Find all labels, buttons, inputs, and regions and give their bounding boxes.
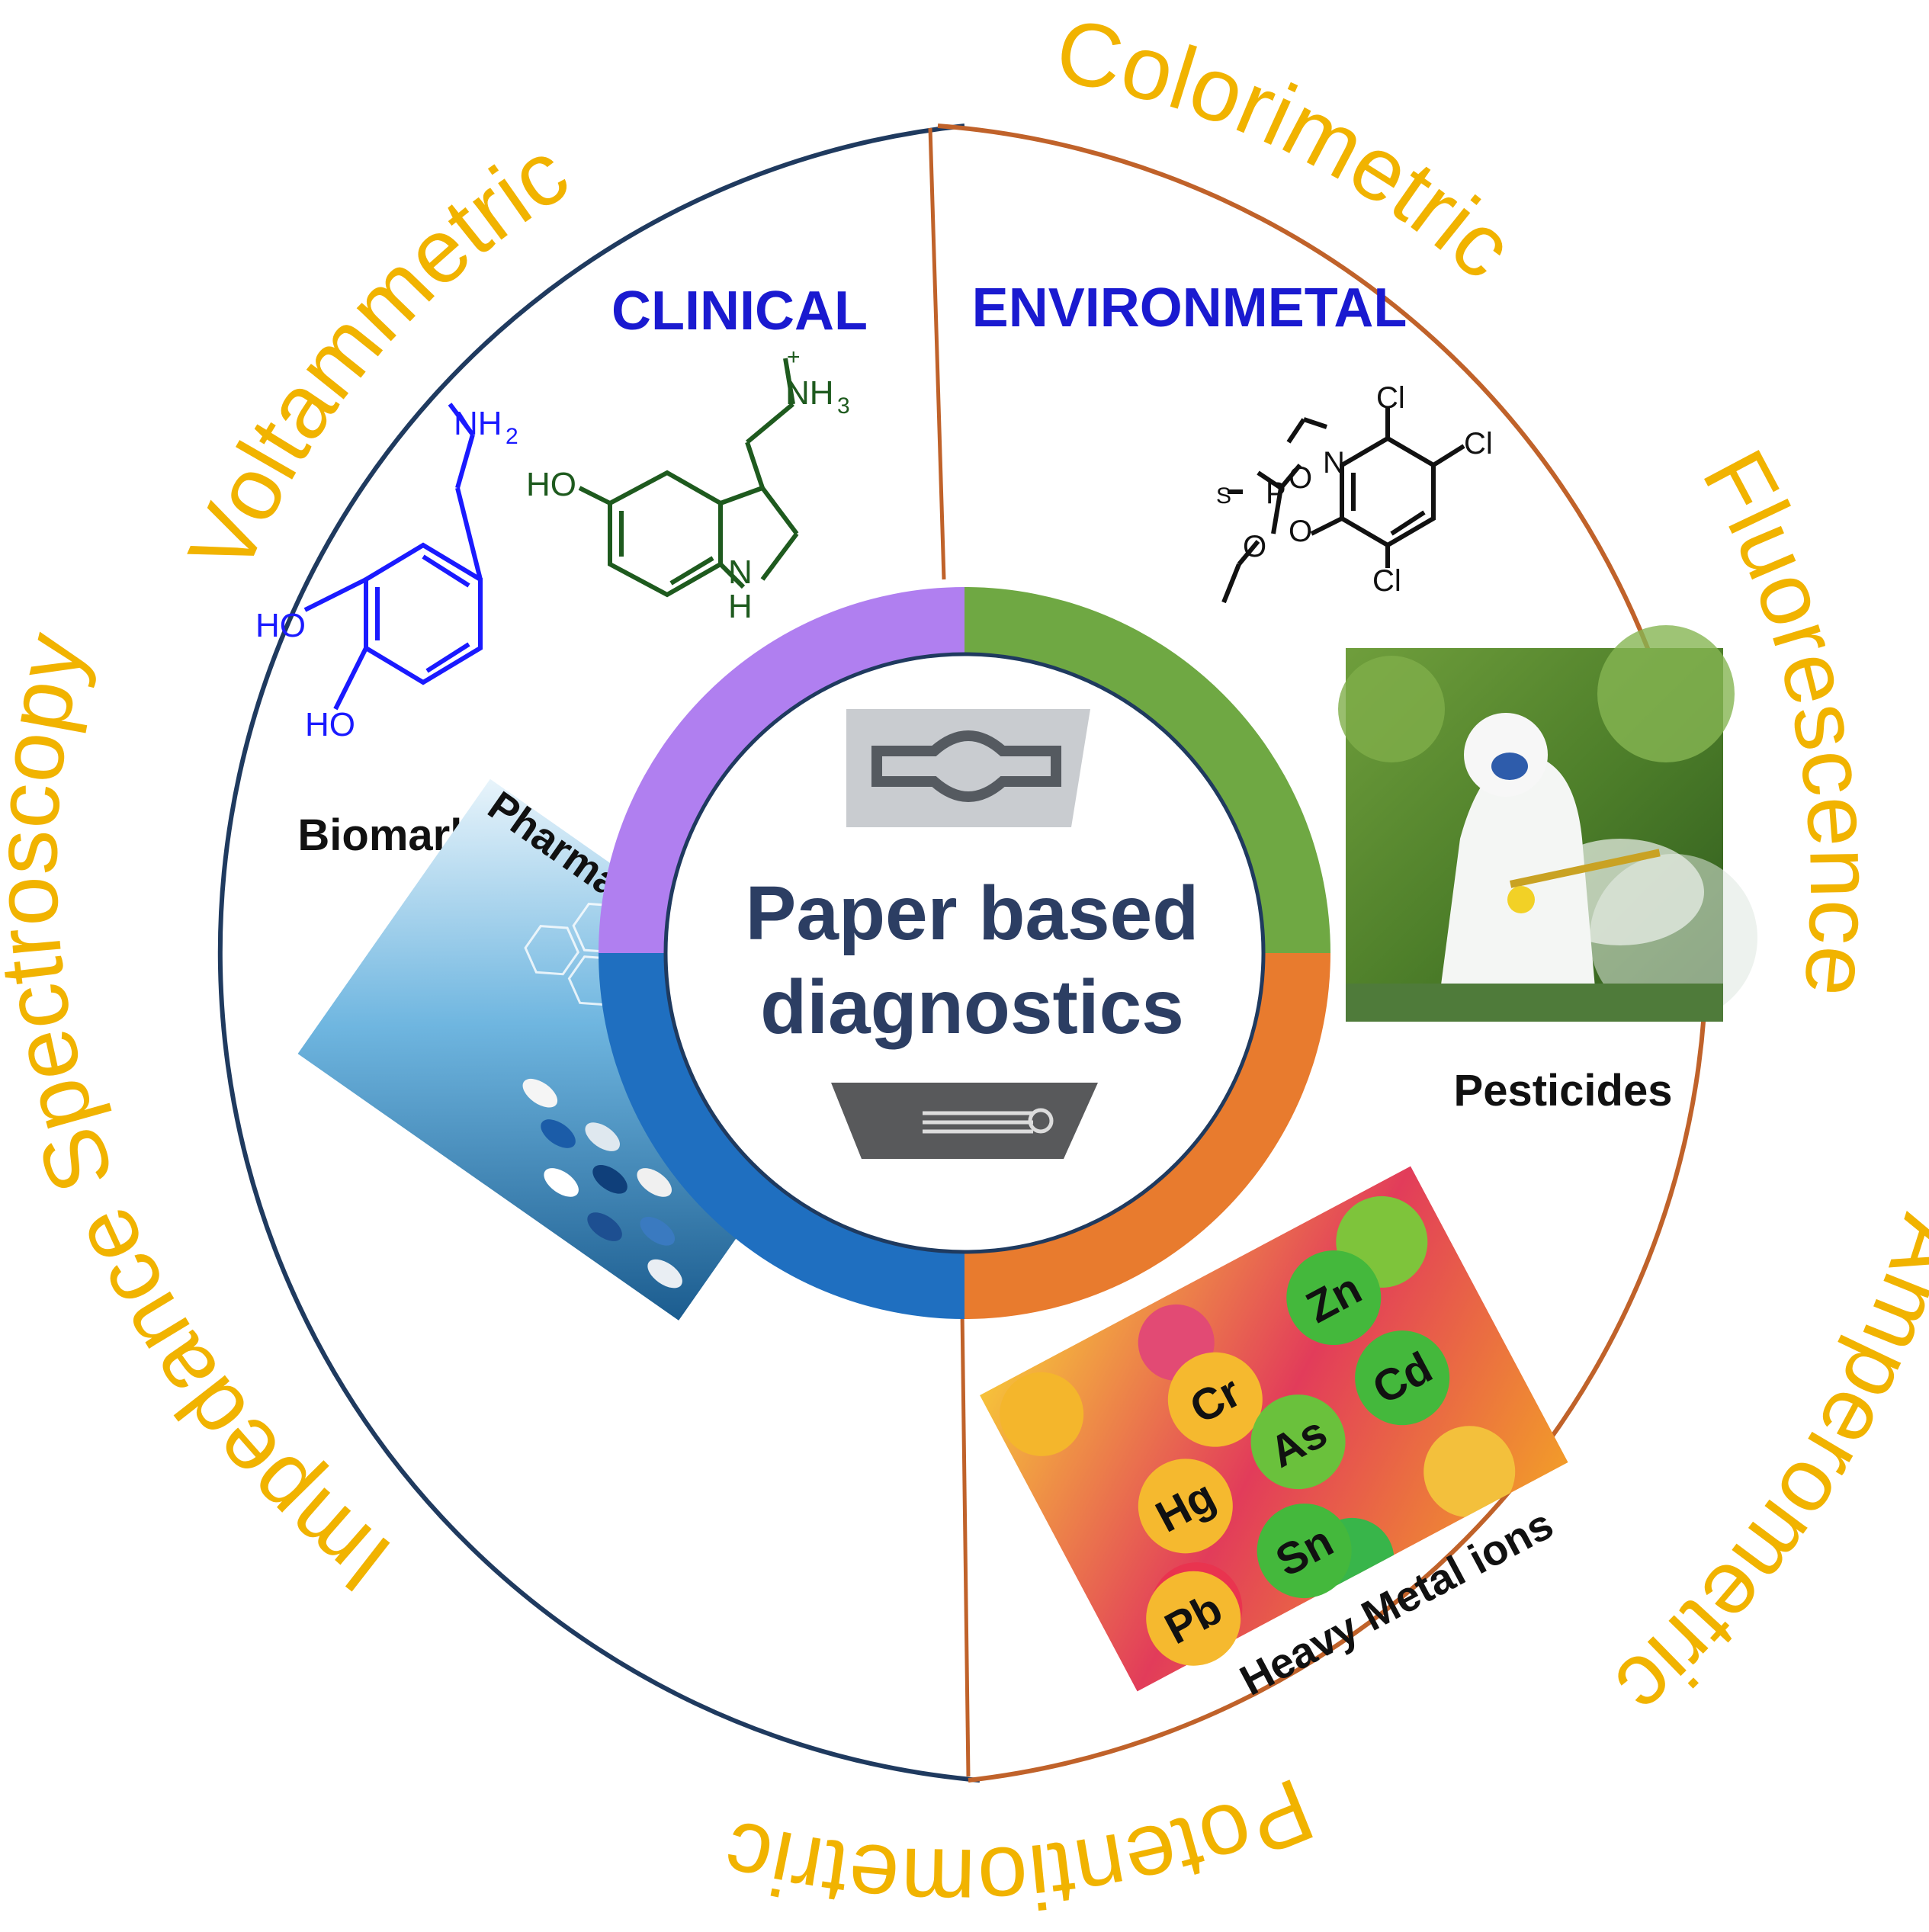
- metal-badge-cd: Cd: [1355, 1330, 1450, 1426]
- serotonin-hydroxyl: HO: [526, 466, 576, 503]
- serotonin-amine-sub: 3: [837, 393, 850, 419]
- technique-impedance-spectroscopy: Impedance Spectroscopy: [0, 624, 409, 1612]
- metal-badge-sn: Sn: [1257, 1504, 1352, 1599]
- divider-top: [928, 127, 946, 580]
- chlorpyrifos-s: S: [1216, 483, 1231, 509]
- dopamine-amine: NH: [454, 405, 502, 442]
- pesticide-photo: [1338, 625, 1757, 1022]
- dopamine-structure: [303, 403, 483, 711]
- chlorpyrifos-structure: [1221, 408, 1465, 604]
- chlorpyrifos-cl-bottom: Cl: [1372, 564, 1401, 598]
- center-ring-top-left: [599, 587, 964, 953]
- center-ring-top-right: [964, 587, 1330, 953]
- chlorpyrifos-p: P: [1266, 477, 1286, 510]
- paper-device-bottom-icon: [831, 1083, 1098, 1159]
- pesticides-label: Pesticides: [1454, 1066, 1673, 1115]
- metal-badge-pb: Pb: [1146, 1571, 1241, 1666]
- technique-voltammetric: Voltammetric: [169, 121, 585, 587]
- metal-badge-as: As: [1250, 1394, 1346, 1490]
- serotonin-ring-n: N: [728, 554, 753, 591]
- metal-badge-cr: Cr: [1167, 1352, 1263, 1447]
- chlorpyrifos-o-2: O: [1289, 515, 1312, 548]
- serotonin-charge: +: [787, 345, 801, 370]
- paper-device-top-icon: [846, 709, 1090, 827]
- chlorpyrifos-cl-top: Cl: [1376, 381, 1405, 415]
- chlorpyrifos-o-1: O: [1289, 461, 1312, 495]
- dopamine-hydroxyl-1: HO: [255, 607, 306, 644]
- chlorpyrifos-cl-right: Cl: [1464, 427, 1493, 461]
- clinical-half-border: [217, 124, 981, 1783]
- heavy-metals-photo: Cr Zn Hg As Cd Pb Sn: [980, 1166, 1568, 1692]
- center-ring-bottom-left: [599, 953, 964, 1319]
- serotonin-ring-h: H: [728, 588, 753, 625]
- chlorpyrifos-labels: Cl Cl Cl N O O O P S: [1216, 381, 1493, 598]
- serotonin-amine: NH: [785, 374, 834, 412]
- center-title-line2: diagnostics: [760, 964, 1184, 1050]
- serotonin-structure: [578, 358, 799, 598]
- dopamine-labels: NH 2 HO HO: [255, 405, 518, 743]
- dopamine-hydroxyl-2: HO: [305, 706, 355, 743]
- center-ring: [599, 587, 1330, 1319]
- clinical-header: CLINICAL: [611, 281, 868, 342]
- technique-potentiometric: Potentiometric: [714, 1759, 1327, 1931]
- center-title-line1: Paper based: [746, 871, 1199, 956]
- chlorpyrifos-o-3: O: [1243, 530, 1266, 563]
- metal-badges: Cr Zn Hg As Cd Pb Sn: [1138, 1250, 1450, 1666]
- center-ring-bottom-right: [964, 953, 1330, 1319]
- serotonin-labels: NH 3 + HO N H: [526, 345, 850, 625]
- technique-colorimetric: Colorimetric: [1048, 0, 1533, 298]
- metal-badge-hg: Hg: [1138, 1459, 1233, 1554]
- dopamine-amine-sub: 2: [506, 424, 518, 449]
- metal-badge-zn: Zn: [1286, 1250, 1382, 1346]
- technique-amperometric: Amperometric: [1597, 1205, 1929, 1737]
- chlorpyrifos-n: N: [1323, 446, 1345, 480]
- environmental-header: ENVIRONMETAL: [972, 278, 1407, 339]
- divider-bottom: [960, 1311, 971, 1777]
